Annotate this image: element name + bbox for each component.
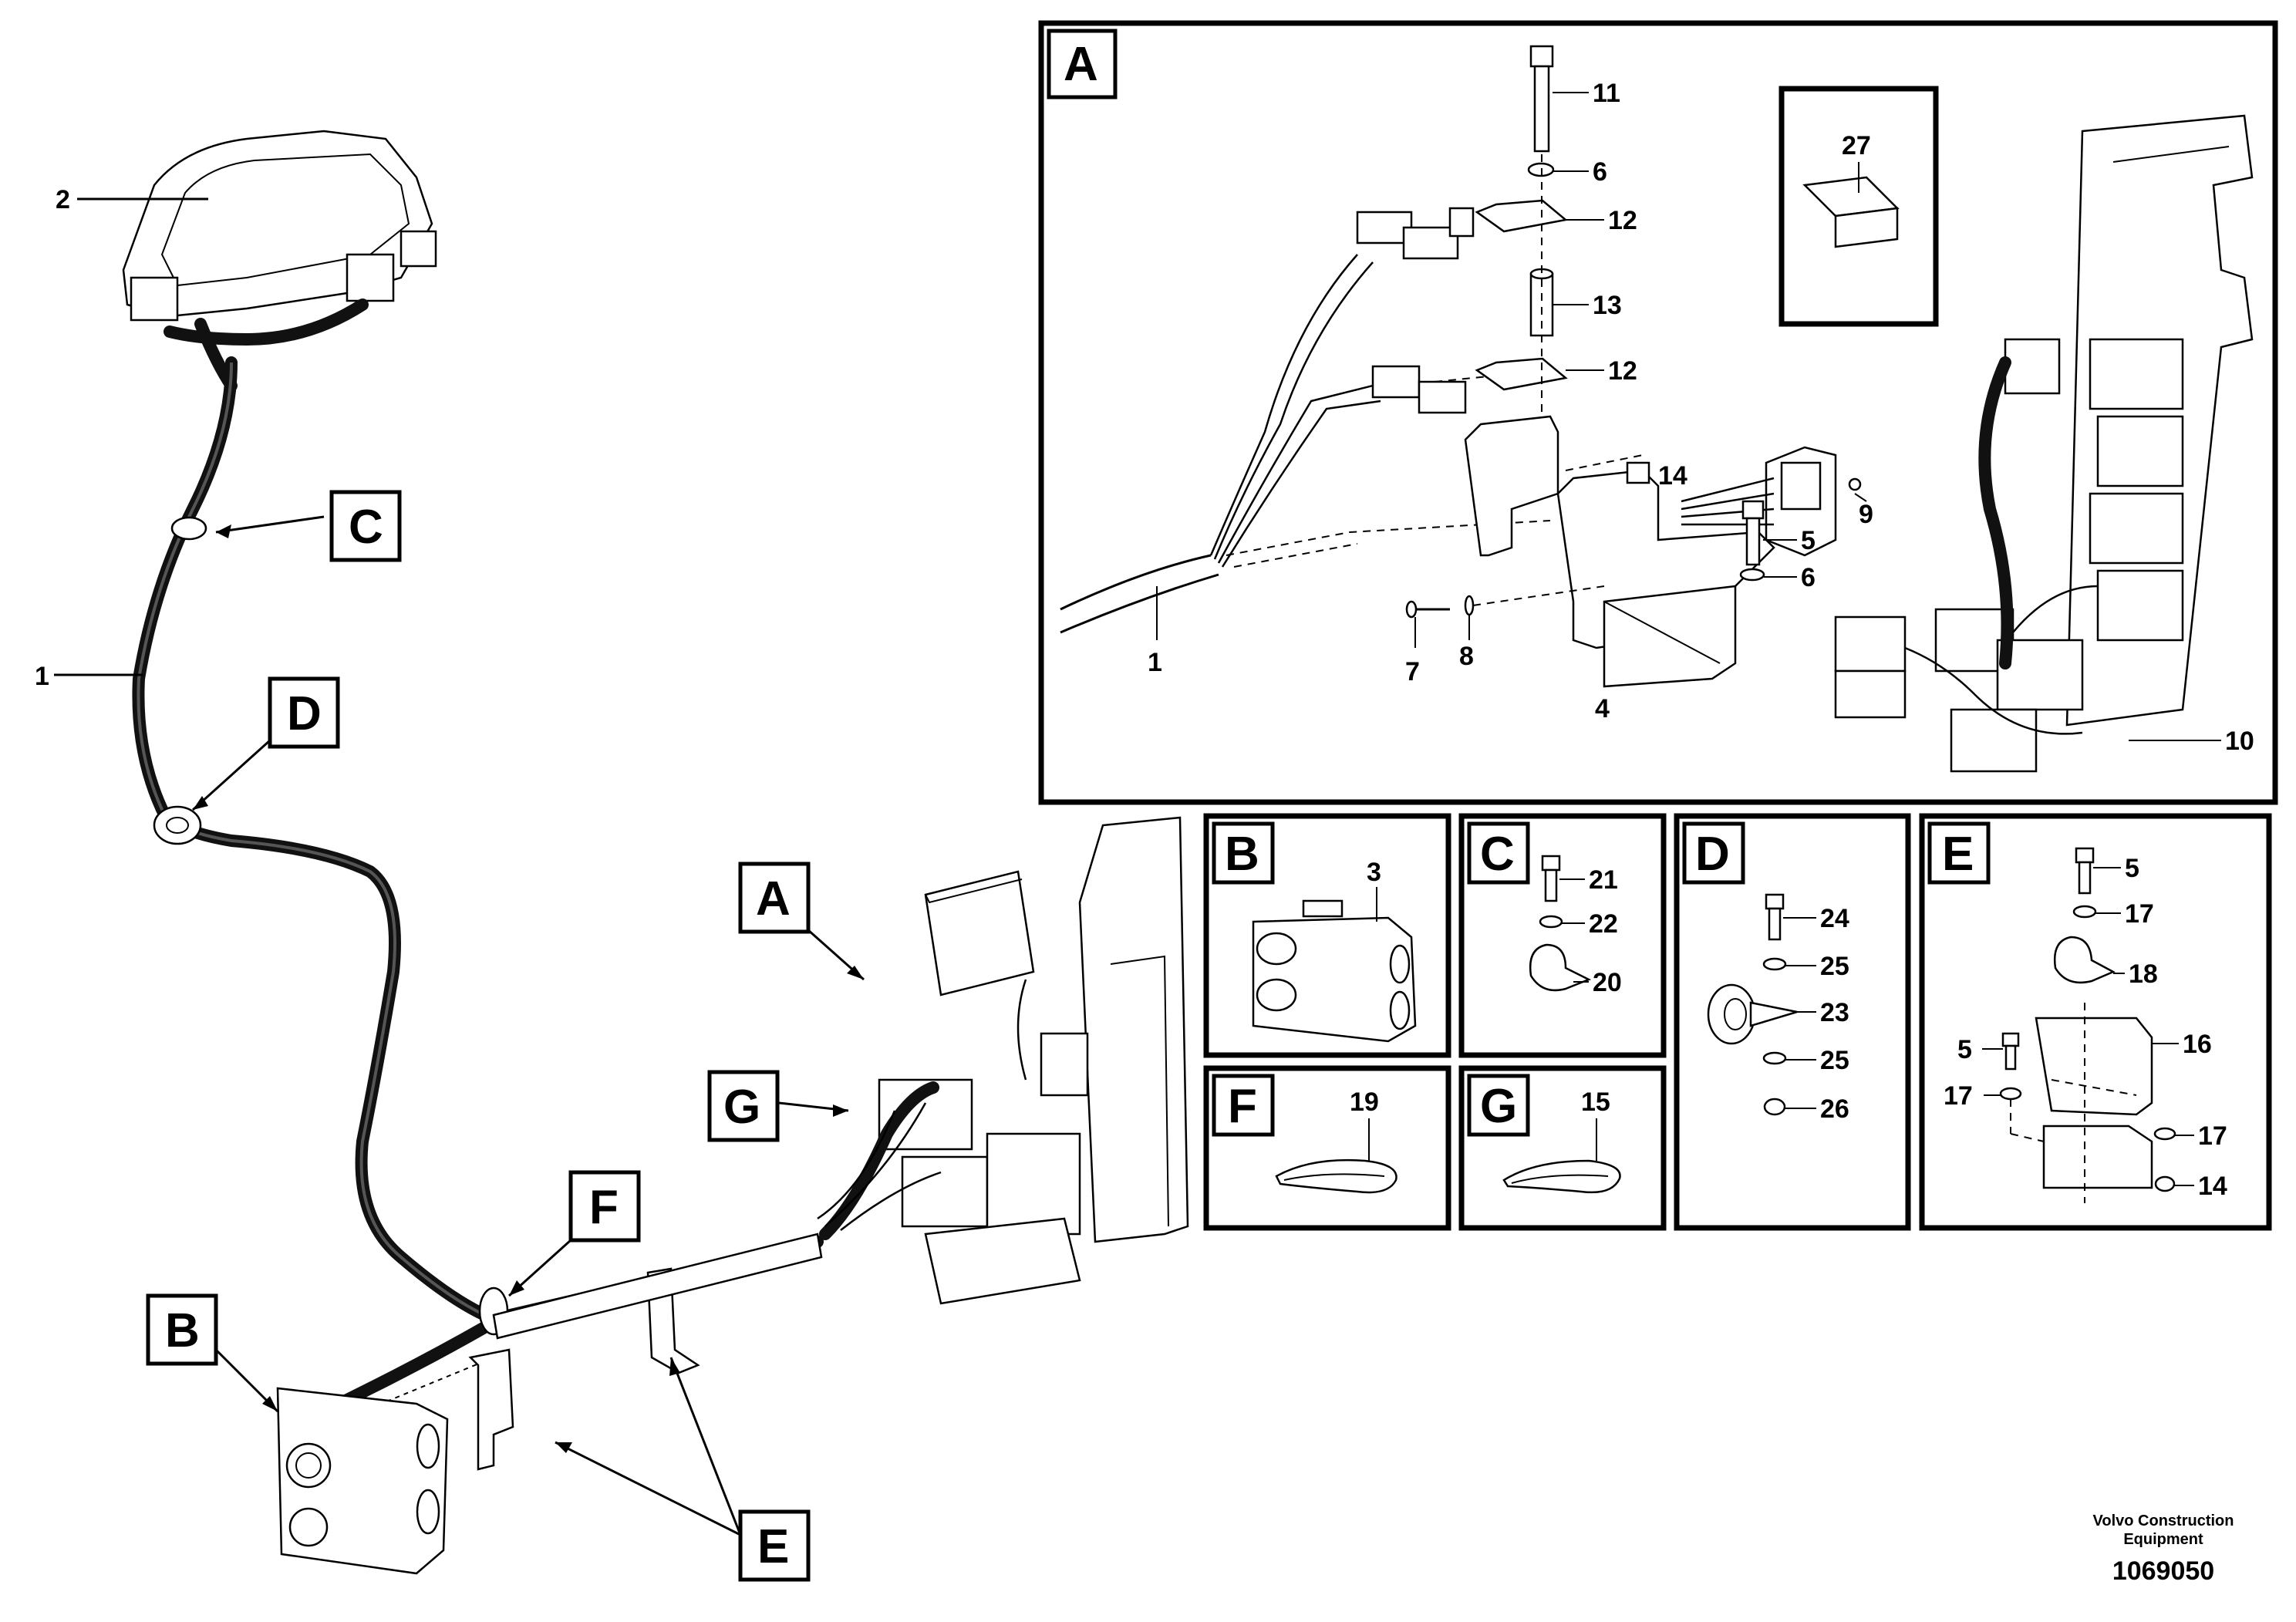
label-part-14-e: 14 [2198, 1172, 2227, 1201]
label-part-12-low: 12 [1608, 356, 1637, 386]
label-part-27: 27 [1842, 131, 1871, 160]
label-part-26: 26 [1820, 1094, 1849, 1124]
grommet-d [153, 805, 202, 845]
detail-g-letter: G [1480, 1080, 1517, 1133]
label-part-10: 10 [2225, 727, 2254, 756]
label-part-4: 4 [1595, 694, 1610, 723]
detail-a-panel: A 11 6 12 13 12 [1038, 20, 2278, 805]
label-part-22: 22 [1589, 909, 1618, 939]
detail-e-panel: E 5 17 18 16 5 17 17 14 [1919, 813, 2272, 1231]
company-name-line2: Equipment [2123, 1531, 2203, 1548]
drawing-number: 1069050 [2112, 1556, 2214, 1586]
callout-box-g [707, 1070, 780, 1142]
label-part-6-a: 6 [1801, 563, 1816, 592]
label-part-1-a: 1 [1148, 648, 1162, 677]
detail-c-panel: C 21 22 20 [1458, 813, 1667, 1058]
instrument-cluster [122, 130, 437, 392]
drawing-footer: Volvo Construction Equipment 1069050 [2093, 1512, 2234, 1586]
callout-box-b [146, 1293, 218, 1366]
callout-box-a [738, 862, 811, 934]
label-part-5-e-top: 5 [2125, 854, 2139, 883]
callout-c: C [349, 501, 383, 554]
label-part-21: 21 [1589, 865, 1618, 895]
bracket-e-left [468, 1348, 514, 1471]
bracket-b [276, 1387, 449, 1575]
detail-f-letter: F [1228, 1080, 1257, 1133]
label-part-16: 16 [2183, 1030, 2212, 1059]
callout-d: D [287, 687, 322, 740]
electrical-cabinet: 10 [1834, 114, 2254, 773]
label-part-13: 13 [1593, 291, 1622, 320]
callout-b: B [165, 1304, 200, 1357]
detail-b-panel: B 3 [1203, 813, 1451, 1058]
callout-f: F [589, 1181, 619, 1234]
callout-box-f [568, 1170, 641, 1243]
detail-f-panel: F 19 [1203, 1065, 1451, 1231]
label-part-15: 15 [1581, 1088, 1610, 1117]
label-part-17-e1: 17 [2125, 899, 2154, 929]
label-part-6-top: 6 [1593, 157, 1607, 187]
label-part-14-a: 14 [1658, 461, 1687, 491]
label-part-19: 19 [1350, 1088, 1379, 1117]
company-name-line1: Volvo Construction [2093, 1512, 2234, 1529]
detail-d-panel: D 24 25 23 25 26 [1674, 813, 1911, 1231]
label-part-3: 3 [1367, 858, 1381, 887]
label-part-1: 1 [35, 662, 49, 691]
callout-box-c [329, 490, 402, 562]
label-part-17-e3: 17 [2198, 1121, 2227, 1151]
label-part-7: 7 [1405, 657, 1420, 686]
label-part-25-top: 25 [1820, 952, 1849, 981]
detail-c-letter: C [1480, 828, 1515, 881]
main-assembly: 2 1 C D A G F B E [35, 130, 1189, 1582]
callout-g: G [723, 1081, 760, 1134]
label-part-9: 9 [1859, 500, 1873, 529]
label-part-25-bot: 25 [1820, 1046, 1849, 1075]
detail-d-letter: D [1695, 828, 1730, 881]
label-part-12-top: 12 [1608, 206, 1637, 235]
label-part-23: 23 [1820, 998, 1849, 1027]
callout-box-d [268, 676, 340, 749]
callout-a: A [756, 872, 791, 926]
label-part-11: 11 [1593, 79, 1620, 108]
label-part-2: 2 [56, 185, 70, 214]
label-part-18: 18 [2129, 959, 2158, 989]
label-part-24: 24 [1820, 904, 1849, 933]
detail-b-letter: B [1225, 828, 1259, 881]
callout-e: E [757, 1520, 789, 1573]
label-part-5-e-mid: 5 [1957, 1035, 1972, 1064]
detail-g-panel: G 15 [1458, 1065, 1667, 1231]
label-part-5-a: 5 [1801, 526, 1816, 555]
label-part-8: 8 [1459, 642, 1474, 671]
label-part-20: 20 [1593, 968, 1622, 997]
callout-box-e [738, 1509, 811, 1582]
control-box-assembly [817, 816, 1189, 1305]
label-part-17-e2: 17 [1944, 1081, 1973, 1111]
detail-e-letter: E [1942, 828, 1974, 881]
clamp-c [170, 516, 207, 541]
detail-a-letter: A [1064, 38, 1098, 91]
